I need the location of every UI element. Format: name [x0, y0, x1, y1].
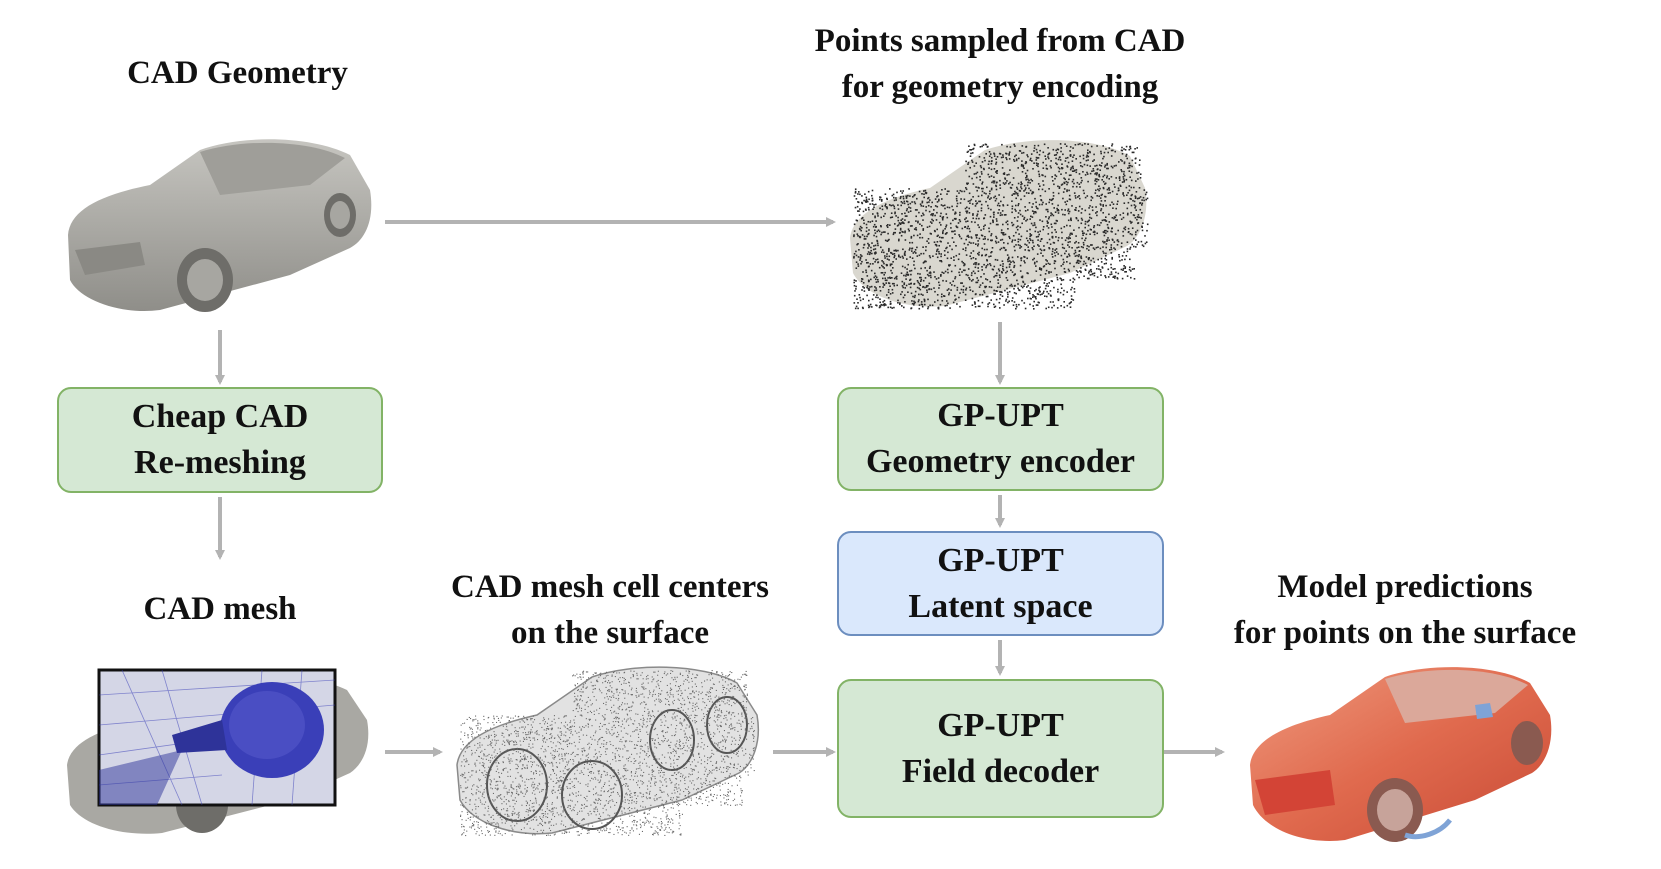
cell-centers-line1: CAD mesh cell centers	[451, 569, 769, 605]
prediction-car-icon	[1250, 667, 1552, 842]
cell-centers-label: CAD mesh cell centers on the surface	[410, 564, 810, 656]
predictions-line2: for points on the surface	[1233, 615, 1577, 651]
points-sampled-line1: Points sampled from CAD	[814, 23, 1186, 59]
latent-space-box: GP-UPT Latent space	[837, 531, 1164, 636]
cad-mesh-text: CAD mesh	[143, 591, 297, 627]
car-render-icon	[68, 139, 372, 312]
latent-line2: Latent space	[908, 587, 1093, 625]
geometry-encoder-box: GP-UPT Geometry encoder	[837, 387, 1164, 491]
mesh-zoom-car-icon	[67, 668, 369, 834]
remeshing-box: Cheap CAD Re-meshing	[57, 387, 383, 493]
encoder-line2: Geometry encoder	[865, 443, 1136, 480]
field-decoder-box: GP-UPT Field decoder	[837, 679, 1164, 818]
points-sampled-line2: for geometry encoding	[841, 69, 1159, 105]
cad-mesh-label: CAD mesh	[90, 586, 350, 632]
remeshing-line1: Cheap CAD	[131, 398, 309, 435]
decoder-line1: GP-UPT	[937, 706, 1064, 744]
cell-center-car-icon	[456, 666, 759, 837]
cad-geometry-text: CAD Geometry	[127, 55, 348, 91]
remeshing-line2: Re-meshing	[134, 444, 306, 481]
predictions-label: Model predictions for points on the surf…	[1195, 564, 1615, 656]
predictions-line1: Model predictions	[1277, 569, 1533, 605]
cad-geometry-label: CAD Geometry	[60, 50, 415, 96]
latent-line1: GP-UPT	[937, 541, 1064, 579]
points-sampled-label: Points sampled from CAD for geometry enc…	[760, 18, 1240, 110]
encoder-line1: GP-UPT	[937, 397, 1064, 434]
decoder-line2: Field decoder	[901, 752, 1100, 790]
cell-centers-line2: on the surface	[511, 615, 709, 651]
point-cloud-car-icon	[850, 140, 1149, 310]
